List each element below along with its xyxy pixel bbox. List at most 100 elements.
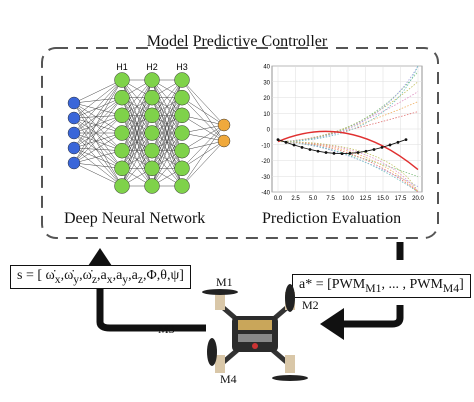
mpc-title: Model Predictive Controller	[146, 33, 328, 50]
nn-connection	[73, 115, 123, 164]
action-vector-box: a* = [PWMM1, ... , PWMM4]	[292, 274, 471, 298]
reference-point	[300, 145, 304, 149]
nn-hidden-node	[114, 160, 130, 177]
motor-m1	[202, 289, 238, 310]
predicted-trajectory	[277, 141, 419, 193]
nn-connection	[73, 132, 123, 151]
nn-input-node	[67, 141, 81, 155]
nn-hidden-node	[174, 178, 190, 194]
nn-connection	[181, 124, 225, 187]
nn-hidden-node	[114, 72, 130, 88]
x-tick-label: 15.0	[377, 196, 389, 202]
quadcopter-drone	[202, 284, 308, 381]
y-tick-label: 40	[263, 65, 270, 71]
nn-connection	[73, 162, 123, 187]
nn-connection	[73, 115, 123, 149]
neural-network-diagram: H1 H2 H3	[67, 62, 231, 194]
motor-m2	[285, 284, 295, 312]
x-tick-label: 17.5	[395, 196, 407, 202]
y-tick-label: -10	[261, 143, 270, 149]
nn-hidden-node	[144, 89, 160, 106]
nn-connection	[151, 79, 183, 134]
nn-hidden-node	[174, 125, 190, 141]
reference-point	[372, 148, 376, 151]
nn-connection	[73, 150, 123, 164]
nn-input-node	[67, 156, 81, 170]
nn-connection	[73, 79, 123, 164]
state-feedback-arrow	[84, 248, 206, 332]
state-vector-text: s = [ ω̇x,ω̇y,ω̇z,ax,ay,az,Φ,θ,ψ]	[17, 268, 184, 286]
nn-output-node	[217, 118, 231, 132]
reference-point	[356, 151, 360, 154]
nn-connection	[73, 97, 123, 104]
y-tick-label: -30	[261, 175, 270, 181]
y-tick-label: -20	[261, 159, 270, 165]
nn-connection	[73, 97, 123, 164]
reference-point	[348, 151, 352, 155]
nn-connection	[181, 97, 225, 126]
y-tick-label: 0	[267, 128, 271, 134]
nn-connection	[73, 97, 123, 119]
nn-hidden-node	[114, 178, 130, 194]
x-tick-label: 7.5	[326, 196, 335, 202]
nn-hidden-node	[174, 89, 190, 106]
nn-output-node	[217, 134, 231, 148]
nn-connection	[73, 132, 123, 169]
reference-point	[388, 143, 392, 147]
reference-point	[404, 138, 408, 141]
x-tick-label: 0.0	[274, 196, 283, 202]
motor-m4	[272, 355, 308, 381]
motor-label-m1: M1	[216, 275, 233, 289]
motor-label-m3: M3	[158, 322, 175, 336]
nn-layer-label: H2	[146, 62, 158, 72]
nn-connection	[181, 124, 225, 151]
y-tick-label: 10	[263, 112, 270, 118]
x-tick-label: 12.5	[360, 196, 372, 202]
predicted-trajectory	[277, 141, 419, 193]
y-tick-label: 20	[263, 96, 270, 102]
nn-connection	[73, 115, 123, 119]
nn-connection	[121, 132, 153, 187]
action-arrow	[320, 242, 404, 340]
nn-hidden-node	[144, 178, 160, 194]
predicted-trajectory	[277, 101, 419, 142]
reference-point	[316, 149, 320, 153]
reference-point	[308, 148, 312, 151]
nn-connection	[73, 79, 123, 134]
mpc-dashed-box	[41, 47, 439, 239]
nn-connection	[73, 97, 123, 149]
nn-hidden-node	[114, 107, 130, 124]
nn-connection	[73, 147, 123, 187]
nn-hidden-node	[144, 125, 160, 141]
reference-point	[396, 140, 400, 144]
nn-connection	[73, 97, 123, 134]
reference-point	[380, 145, 384, 149]
nn-layer-label: H3	[176, 62, 188, 72]
nn-hidden-node	[144, 142, 160, 159]
motor-m3	[207, 338, 225, 373]
prediction-label: Prediction Evaluation	[262, 210, 402, 227]
nn-connection	[73, 132, 123, 164]
nn-connection	[181, 124, 225, 169]
y-tick-label: 30	[263, 80, 270, 86]
nn-hidden-node	[114, 89, 130, 106]
action-vector-text: a* = [PWMM1, ... , PWMM4]	[299, 277, 464, 295]
nn-hidden-node	[174, 107, 190, 124]
nn-input-node	[67, 96, 81, 110]
nn-connection	[181, 140, 225, 187]
nn-connection	[73, 117, 123, 169]
reference-point	[340, 152, 344, 155]
state-vector-box: s = [ ω̇x,ω̇y,ω̇z,ax,ay,az,Φ,θ,ψ]	[10, 265, 191, 289]
nn-layer-label: H1	[116, 62, 128, 72]
nn-input-node	[67, 111, 81, 125]
nn-connection	[73, 102, 123, 116]
reference-point	[332, 151, 336, 155]
reference-point	[324, 151, 328, 154]
nn-connection	[181, 140, 225, 169]
nn-hidden-node	[114, 125, 130, 141]
nn-connection	[73, 102, 123, 151]
x-tick-label: 20.0	[412, 196, 424, 202]
reference-point	[292, 143, 296, 147]
